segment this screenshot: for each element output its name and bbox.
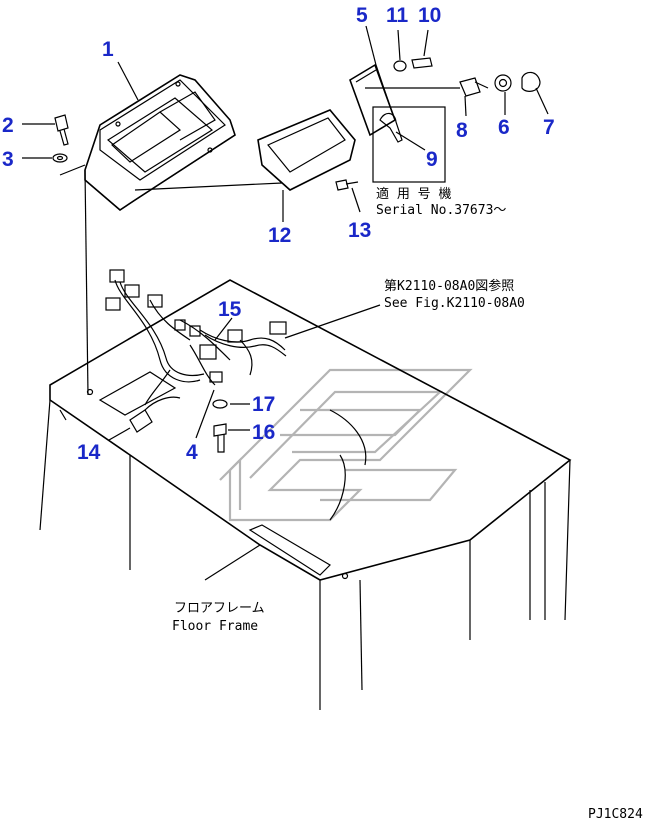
switch-bracket	[349, 63, 446, 183]
callout-8: 8	[456, 119, 468, 142]
callout-1: 1	[102, 38, 114, 61]
callout-3: 3	[2, 148, 14, 171]
callout-2: 2	[2, 114, 14, 137]
annotations: 適 用 号 機 Serial No.37673～ 第K2110-08A0図参照 …	[172, 186, 643, 822]
drawing-code: PJ1C824	[588, 807, 643, 822]
callout-16: 16	[252, 421, 275, 444]
callout-13: 13	[348, 219, 371, 242]
hardware-parts	[52, 57, 541, 453]
callout-numbers: 1 2 3 4 5 6 7 8 9 10 11 12 13 14 15 16 1…	[2, 4, 555, 464]
callout-9: 9	[426, 148, 438, 171]
wiring-harness	[105, 269, 287, 433]
callout-15: 15	[218, 298, 242, 321]
floor-frame-label: Floor Frame	[172, 619, 258, 634]
applicable-serial-label: 適 用 号 機	[376, 186, 451, 202]
instrument-panel-housing	[84, 74, 236, 212]
see-figure-note-jp: 第K2110-08A0図参照	[384, 278, 514, 294]
callout-7: 7	[543, 116, 555, 139]
callout-5: 5	[356, 4, 368, 27]
callout-10: 10	[418, 4, 441, 27]
leader-lines	[22, 25, 549, 581]
see-figure-note: See Fig.K2110-08A0	[384, 296, 525, 311]
callout-14: 14	[77, 441, 101, 464]
serial-number-note: Serial No.37673～	[376, 203, 506, 218]
callout-12: 12	[268, 224, 291, 247]
callout-6: 6	[498, 116, 510, 139]
callout-11: 11	[386, 4, 409, 27]
panel-cover	[257, 109, 356, 191]
callout-4: 4	[186, 441, 198, 464]
floor-frame-label-jp: フロアフレーム	[174, 601, 265, 616]
callout-17: 17	[252, 393, 275, 416]
floor-frame	[39, 279, 572, 710]
